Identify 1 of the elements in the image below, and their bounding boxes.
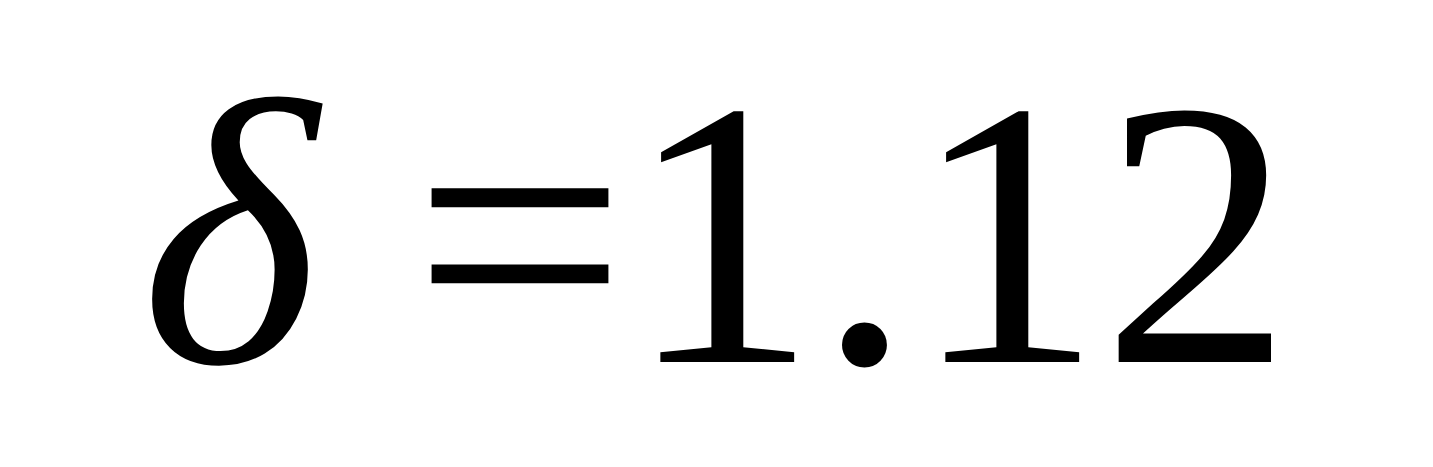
equation: δ =1.12 xyxy=(141,43,1292,424)
